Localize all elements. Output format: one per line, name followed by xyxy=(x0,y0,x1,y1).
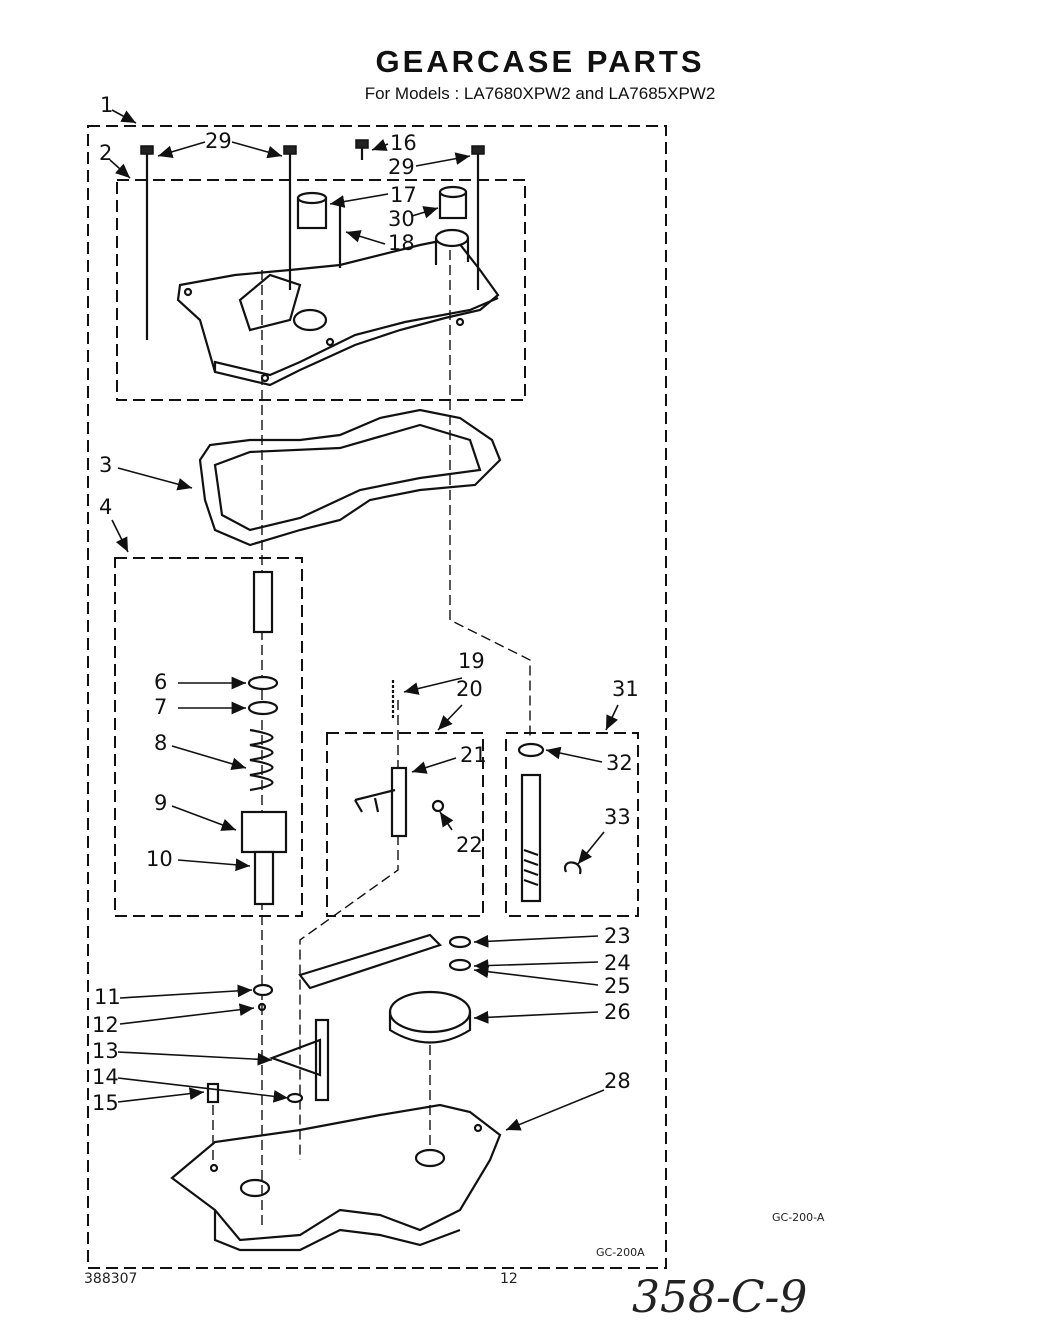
callout-6: 6 xyxy=(154,670,167,694)
callout-8: 8 xyxy=(154,731,167,755)
callout-7: 7 xyxy=(154,695,167,719)
callout-11: 11 xyxy=(94,985,121,1009)
document-number: 388307 xyxy=(84,1271,137,1287)
cover-assembly-boundary xyxy=(116,179,526,401)
pinion-assembly-boundary xyxy=(114,557,303,917)
callout-4: 4 xyxy=(99,495,112,519)
callout-17: 17 xyxy=(390,183,417,207)
shift-fork-icon xyxy=(354,680,445,838)
callout-10: 10 xyxy=(146,847,173,871)
callout-20: 20 xyxy=(456,677,483,701)
callout-32: 32 xyxy=(606,751,633,775)
callout-33: 33 xyxy=(604,805,631,829)
callout-29-mid: 29 xyxy=(388,155,415,179)
agitator-shaft-icon xyxy=(517,742,582,903)
drive-gear-icon xyxy=(206,933,472,1104)
callout-16: 16 xyxy=(390,131,417,155)
callout-29-left: 29 xyxy=(205,129,232,153)
gearcase-cover-icon xyxy=(176,228,500,387)
callout-3: 3 xyxy=(99,453,112,477)
callout-13: 13 xyxy=(92,1039,119,1063)
pinion-gear-icon xyxy=(240,570,288,906)
callout-15: 15 xyxy=(92,1091,119,1115)
page-title: GEARCASE PARTS xyxy=(375,44,705,79)
callout-12: 12 xyxy=(92,1013,119,1037)
callout-2: 2 xyxy=(99,141,112,165)
callout-22: 22 xyxy=(456,833,483,857)
side-drawing-code: GC-200-A xyxy=(772,1211,825,1224)
bushing-icon xyxy=(296,185,468,268)
callout-26: 26 xyxy=(604,1000,631,1024)
callout-31: 31 xyxy=(612,677,639,701)
leader-lines xyxy=(109,109,619,1131)
callout-25: 25 xyxy=(604,974,631,998)
page-number: 12 xyxy=(500,1271,518,1287)
callout-19: 19 xyxy=(458,649,485,673)
handwritten-note: 358-C-9 xyxy=(632,1272,807,1323)
screw-icon xyxy=(140,139,485,340)
callout-30: 30 xyxy=(388,207,415,231)
shift-fork-assembly-boundary xyxy=(326,732,484,917)
model-subtitle: For Models : LA7680XPW2 and LA7685XPW2 xyxy=(364,84,716,103)
drawing-code: GC-200A xyxy=(596,1246,645,1259)
assembly-boundary xyxy=(87,125,667,1269)
gearcase-base-icon xyxy=(170,1103,502,1252)
callout-9: 9 xyxy=(154,791,167,815)
callout-1: 1 xyxy=(100,93,113,117)
gasket-icon xyxy=(198,408,502,547)
agitator-shaft-assembly-boundary xyxy=(505,732,639,917)
callout-24: 24 xyxy=(604,951,631,975)
callout-21: 21 xyxy=(460,743,487,767)
callout-14: 14 xyxy=(92,1065,119,1089)
callout-18: 18 xyxy=(388,231,415,255)
callout-23: 23 xyxy=(604,924,631,948)
callout-28: 28 xyxy=(604,1069,631,1093)
